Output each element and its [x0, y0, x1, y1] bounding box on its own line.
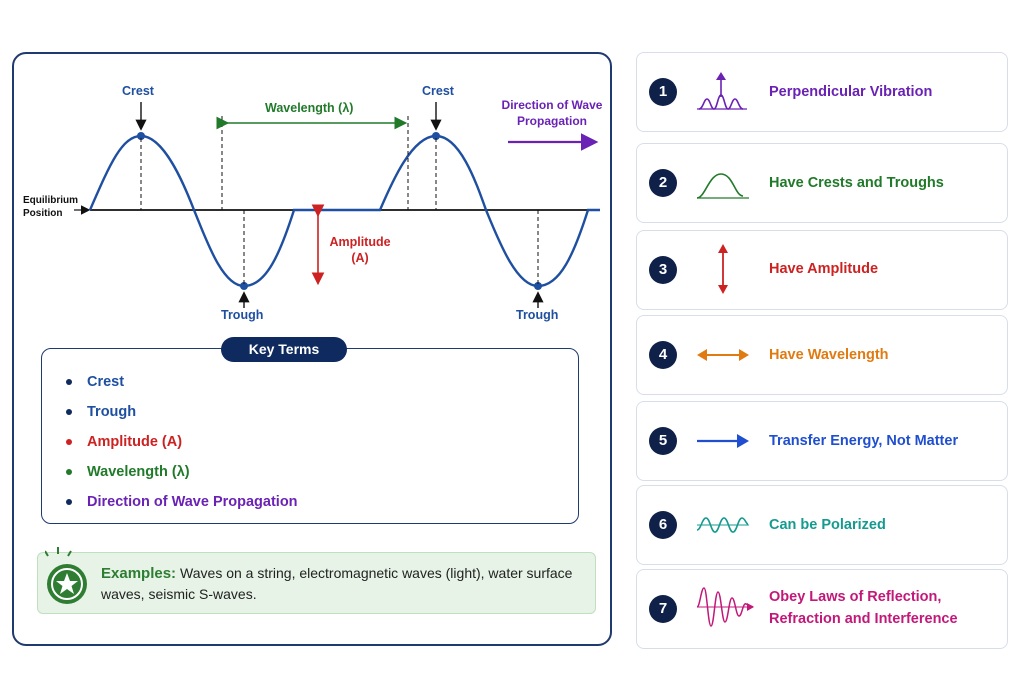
crest-point-1 — [137, 132, 145, 140]
number-badge: 5 — [649, 427, 677, 455]
crest-label-1: Crest — [122, 84, 154, 98]
direction-label: Direction of Wave Propagation — [501, 98, 603, 128]
key-term-direction: Direction of Wave Propagation — [66, 487, 298, 517]
bullet-dot — [66, 409, 72, 415]
property-card-1: 1 Perpendicular Vibration — [636, 52, 1008, 132]
property-label-7: Obey Laws of Reflection, Refraction and … — [769, 589, 958, 627]
crest-point-2 — [432, 132, 440, 140]
property-label-5: Transfer Energy, Not Matter — [769, 433, 959, 449]
examples-heading: Examples: — [101, 565, 177, 582]
number-badge: 3 — [649, 256, 677, 284]
horizontal-double-arrow-icon — [697, 349, 749, 361]
property-card-3: 3 Have Amplitude — [636, 230, 1008, 310]
equilibrium-label: Equilibrium Position — [23, 195, 78, 219]
property-label-3: Have Amplitude — [769, 261, 879, 277]
vertical-arrow-icon — [718, 244, 728, 294]
perpendicular-vibration-icon — [697, 72, 747, 110]
examples-text: Examples:Waves on a string, electromagne… — [101, 563, 581, 605]
number-badge: 6 — [649, 511, 677, 539]
examples-body: Waves on a string, electromagnetic waves… — [101, 565, 573, 602]
property-label-4: Have Wavelength — [769, 347, 889, 363]
bullet-dot — [66, 499, 72, 505]
property-label-1: Perpendicular Vibration — [769, 84, 933, 100]
amplitude-label: Amplitude (A) — [329, 235, 391, 265]
wave-diagram-panel: Crest Crest Wavelength (λ) Trough Trough… — [12, 52, 612, 646]
bullet-dot — [66, 439, 72, 445]
property-card-6: 6 Can be Polarized — [636, 485, 1008, 565]
key-terms-title: Key Terms — [221, 337, 347, 362]
transverse-wave-diagram — [74, 102, 600, 308]
property-card-7: 7 Obey Laws of Reflection, Refraction an… — [636, 569, 1008, 649]
badge-rays-icon — [45, 547, 72, 557]
key-terms-list: Crest Trough Amplitude (A) Wavelength (λ… — [66, 367, 298, 517]
property-card-4: 4 Have Wavelength — [636, 315, 1008, 395]
property-label-6: Can be Polarized — [769, 517, 886, 533]
property-label-2: Have Crests and Troughs — [769, 175, 944, 191]
trough-point-1 — [240, 282, 248, 290]
trough-label-1: Trough — [221, 308, 264, 322]
number-badge: 2 — [649, 169, 677, 197]
trough-label-2: Trough — [516, 308, 559, 322]
examples-box: Examples:Waves on a string, electromagne… — [37, 547, 596, 614]
number-badge: 4 — [649, 341, 677, 369]
wave-curve — [88, 134, 600, 288]
crest-trough-icon — [696, 173, 749, 199]
right-arrow-icon — [697, 434, 749, 448]
bullet-dot — [66, 379, 72, 385]
interference-wave-icon — [696, 587, 754, 627]
bullet-dot — [66, 469, 72, 475]
key-term-amplitude: Amplitude (A) — [66, 427, 298, 457]
property-card-2: 2 Have Crests and Troughs — [636, 143, 1008, 223]
key-term-wavelength: Wavelength (λ) — [66, 457, 298, 487]
key-terms-box: Key Terms Crest Trough Amplitude (A) Wav… — [41, 337, 579, 524]
polarized-wave-icon — [696, 517, 749, 533]
star-badge-icon — [47, 564, 87, 604]
key-term-crest: Crest — [66, 367, 298, 397]
number-badge: 7 — [649, 595, 677, 623]
trough-point-2 — [534, 282, 542, 290]
key-term-trough: Trough — [66, 397, 298, 427]
property-card-5: 5 Transfer Energy, Not Matter — [636, 401, 1008, 481]
wavelength-label: Wavelength (λ) — [265, 101, 354, 115]
number-badge: 1 — [649, 78, 677, 106]
crest-label-2: Crest — [422, 84, 454, 98]
